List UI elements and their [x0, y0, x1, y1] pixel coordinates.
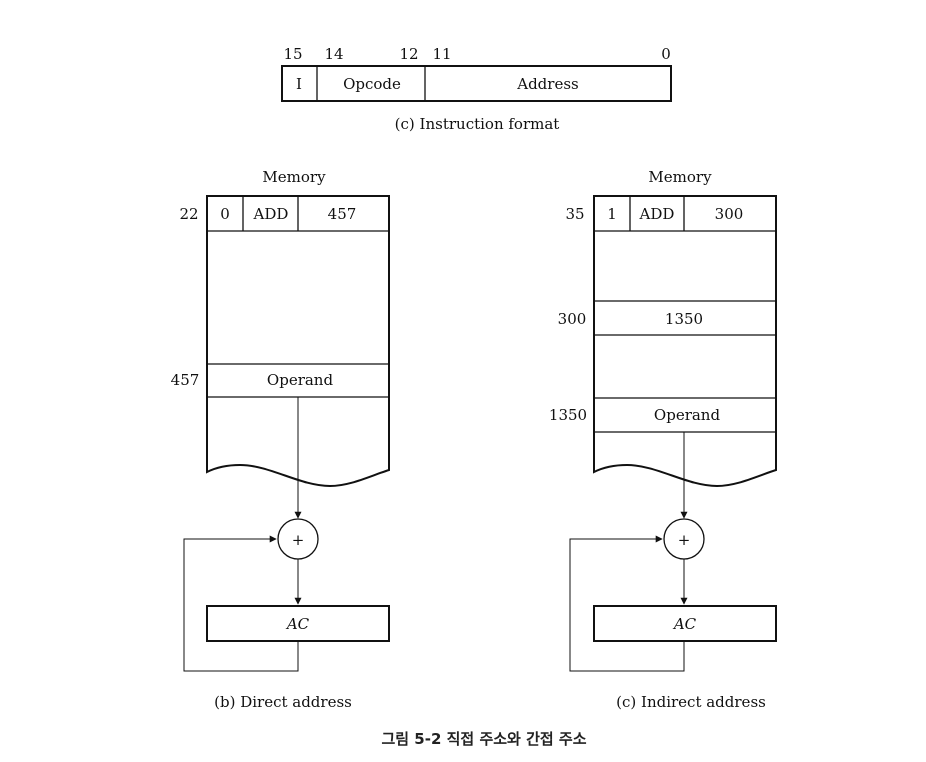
- direct-address-diagram: Memory 22 0 ADD 457 457 Operand + AC (b)…: [171, 168, 390, 711]
- ac-register-label: AC: [285, 615, 310, 633]
- feedback-arrow: [569, 535, 685, 672]
- direct-caption: (b) Direct address: [214, 693, 352, 711]
- operand-cell: Operand: [267, 371, 334, 389]
- bit-label-14: 14: [324, 45, 343, 63]
- mode-bit: 0: [220, 205, 230, 223]
- memory-block: [206, 195, 390, 488]
- instruction-format-box: [281, 65, 672, 102]
- operand-address: 457: [171, 371, 200, 389]
- field-i: I: [296, 75, 302, 93]
- instruction-address: 35: [565, 205, 584, 223]
- adder-symbol: +: [292, 531, 305, 549]
- operand-cell: Operand: [654, 406, 721, 424]
- instruction-format-caption: (c) Instruction format: [395, 115, 560, 133]
- bit-label-12: 12: [399, 45, 418, 63]
- opcode-cell: ADD: [639, 205, 675, 223]
- field-address: Address: [516, 75, 578, 93]
- ac-register: [593, 605, 777, 642]
- memory-label: Memory: [648, 168, 712, 186]
- memory-label: Memory: [262, 168, 326, 186]
- field-opcode: Opcode: [343, 75, 401, 93]
- indirect-address-diagram: Memory 35 1 ADD 300 300 1350 1350 Operan…: [549, 168, 777, 711]
- address-cell: 457: [328, 205, 357, 223]
- indirect-caption: (c) Indirect address: [616, 693, 766, 711]
- ac-register-label: AC: [672, 615, 697, 633]
- address-cell: 300: [715, 205, 744, 223]
- adder-symbol: +: [678, 531, 691, 549]
- bit-label-15: 15: [283, 45, 302, 63]
- mode-bit: 1: [607, 205, 617, 223]
- bit-label-0: 0: [661, 45, 671, 63]
- pointer-cell: 1350: [665, 310, 703, 328]
- figure-caption: 그림 5-2 직접 주소와 간접 주소: [381, 730, 586, 748]
- feedback-arrow: [183, 535, 299, 672]
- bit-label-11: 11: [432, 45, 451, 63]
- opcode-cell: ADD: [253, 205, 289, 223]
- instruction-format: 15 14 12 11 0 I Opcode Address (c) Instr…: [281, 45, 672, 133]
- operand-address: 1350: [549, 406, 587, 424]
- instruction-address: 22: [179, 205, 198, 223]
- memory-block: [593, 195, 777, 488]
- pointer-address: 300: [558, 310, 587, 328]
